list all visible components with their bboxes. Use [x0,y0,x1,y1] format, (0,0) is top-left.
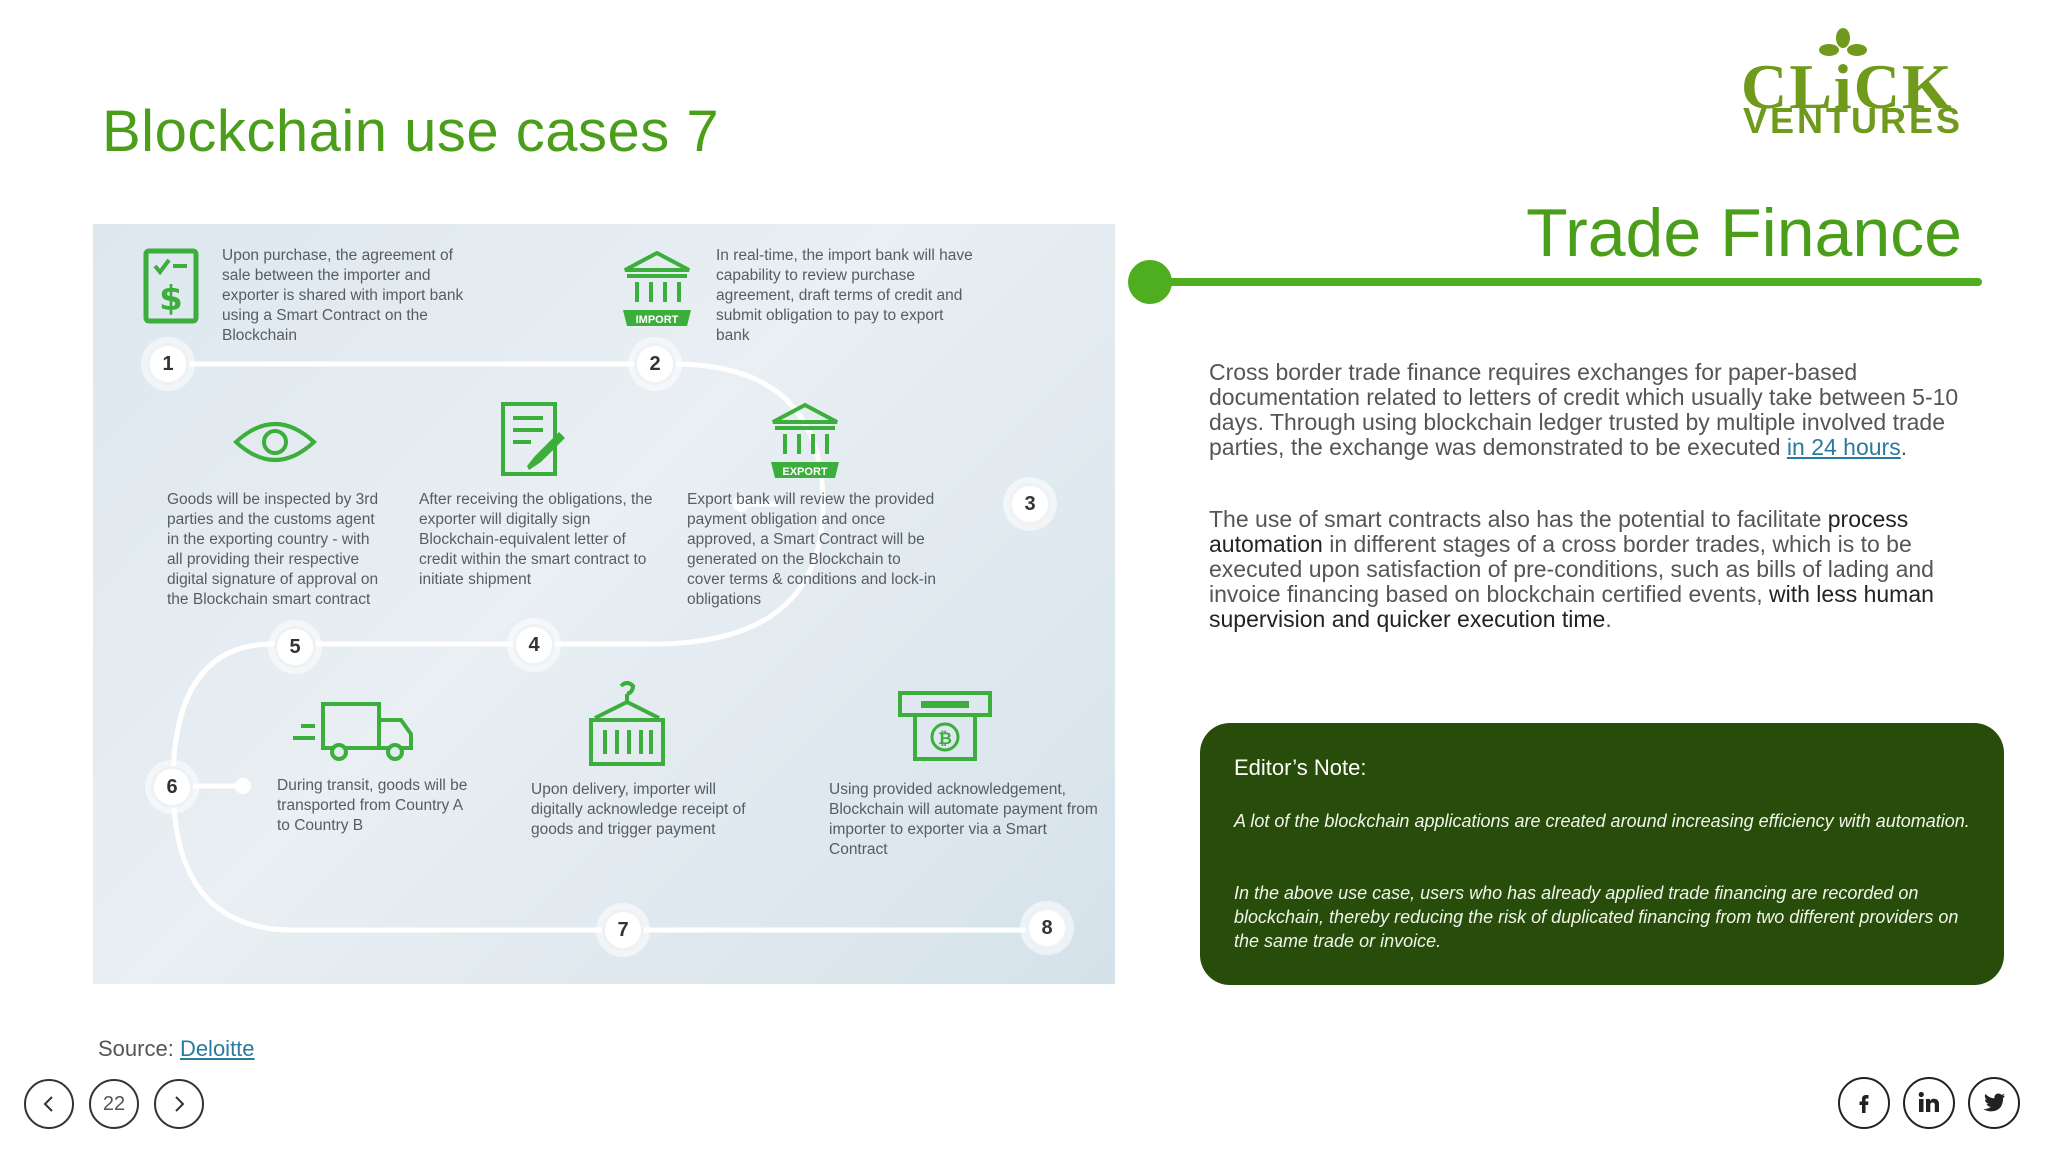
next-slide-button[interactable] [154,1079,204,1129]
export-label: EXPORT [782,466,828,478]
paragraph-2-part-c: in different stages of a cross border tr… [1209,531,1934,607]
paragraph-2-emphasis-less-supervision: with less human supervision and quicker … [1209,581,1934,632]
step-6-number: 6 [151,766,193,808]
logo-word-ventures: VENTURES [1743,100,1964,141]
step-3-number: 3 [1009,483,1051,525]
truck-icon [293,702,413,761]
chevron-left-icon [43,1096,53,1112]
logo-word-click: CLiCK [1741,51,1954,122]
step-6-text: During transit, goods will be transporte… [277,777,468,834]
step-2-number: 2 [634,343,676,385]
source-label: Source: [98,1036,180,1061]
step-2-text: In real-time, the import bank will have … [716,247,973,344]
step-7-text: Upon delivery, importer will digitally a… [531,781,746,838]
step-4-text: After receiving the obligations, the exp… [419,491,653,588]
editors-note-paragraph-1: A lot of the blockchain applications are… [1234,811,1970,831]
chevron-right-icon [175,1096,185,1112]
facebook-icon [1859,1095,1869,1113]
paragraph-trade-finance-intro: Cross border trade finance requires exch… [1209,360,1969,460]
paragraph-1-text: Cross border trade finance requires exch… [1209,359,1959,460]
signed-document-icon [501,402,565,476]
step-4-number: 4 [513,624,555,666]
facebook-button[interactable] [1838,1077,1890,1129]
previous-slide-button[interactable] [24,1079,74,1129]
in-24-hours-link[interactable]: in 24 hours [1786,434,1901,460]
step-1-number: 1 [147,343,189,385]
process-track [168,361,1043,933]
step-5-text: Goods will be inspected by 3rd parties a… [167,491,379,608]
twitter-button[interactable] [1968,1077,2020,1129]
step-7-number: 7 [602,909,644,951]
dollar-document-icon: $ [143,248,199,324]
section-heading: Trade Finance [1526,195,1962,271]
import-bank-icon: IMPORT [623,250,691,326]
page-number-indicator[interactable]: 22 [89,1079,139,1129]
eye-icon [233,422,317,462]
paragraph-2-part-a: The use of smart contracts also has the … [1209,506,1828,532]
source-credit: Source: Deloitte [98,1036,255,1062]
heading-divider-dot [1128,260,1172,304]
editors-note-paragraph-2: In the above use case, users who has alr… [1234,883,1959,951]
linkedin-button[interactable] [1903,1077,1955,1129]
step-5-number: 5 [274,626,316,668]
step-8-text: Using provided acknowledgement, Blockcha… [829,781,1098,858]
editors-note-title: Editor’s Note: [1234,755,1367,780]
twitter-icon [1983,1093,2005,1112]
trade-finance-infographic: $ IMPORT EXPORT [93,224,1115,984]
svg-text:$: $ [159,279,183,319]
step-3-text: Export bank will review the provided pay… [687,491,936,608]
logo-leaf-icon [1819,28,1867,56]
paragraph-2-end: . [1605,606,1612,632]
heading-divider [1148,278,1982,286]
export-bank-icon: EXPORT [771,402,839,478]
click-ventures-logo: CLiCK VENTURES [1735,28,1975,141]
deloitte-link[interactable]: Deloitte [179,1036,255,1061]
step-1-text: Upon purchase, the agreement of sale bet… [222,247,464,344]
paragraph-1-end: . [1900,434,1908,460]
container-crane-icon [589,681,665,766]
linkedin-icon [1918,1091,1939,1112]
import-label: IMPORT [636,314,679,326]
slide-title: Blockchain use cases 7 [102,99,720,164]
bitcoin-payment-icon: ₿ [898,691,992,761]
svg-text:₿: ₿ [938,729,952,749]
paragraph-2-emphasis-process-automation: process automation [1209,506,1909,557]
step-8-number: 8 [1026,907,1068,949]
paragraph-smart-contracts: The use of smart contracts also has the … [1209,507,1969,632]
editors-note-box: Editor’s Note: A lot of the blockchain a… [1200,723,2004,985]
